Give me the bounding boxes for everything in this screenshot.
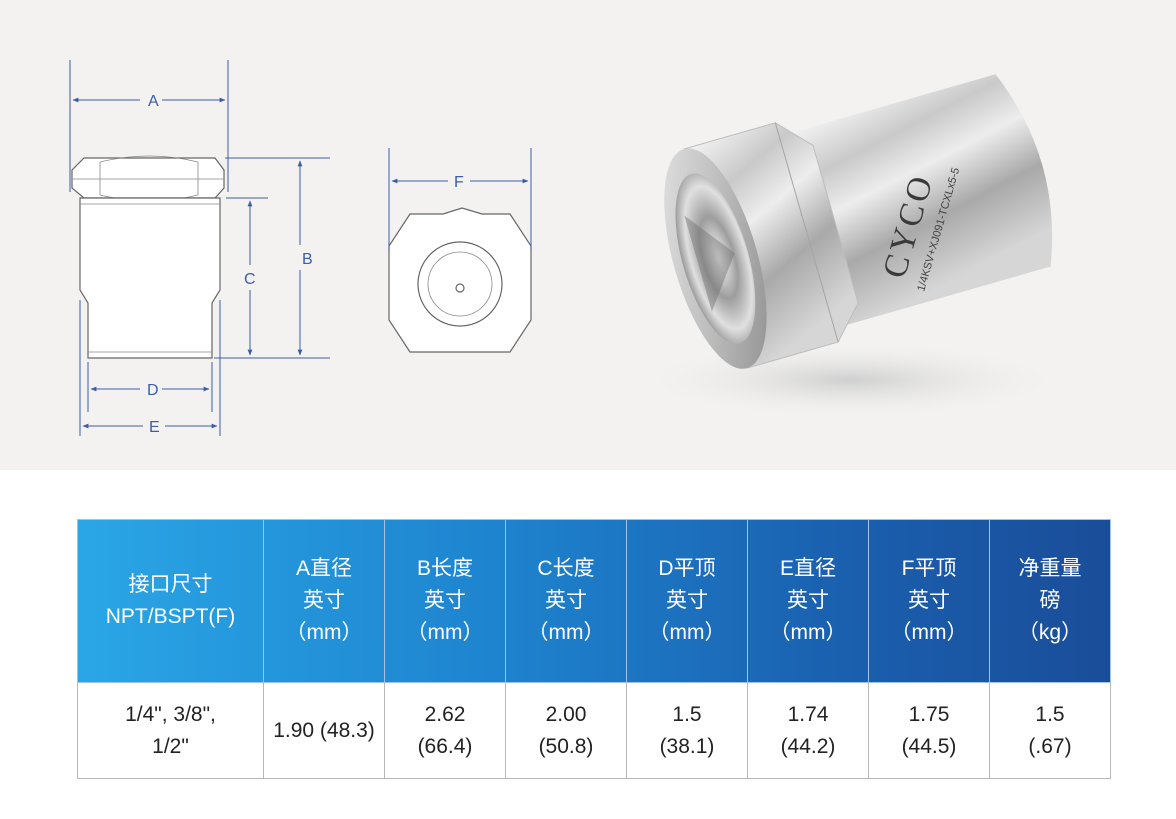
dimension-f: [388, 148, 532, 250]
header-d-flat: D平顶 英寸 （mm）: [626, 519, 748, 683]
dimension-c: [226, 197, 268, 356]
label-f: F: [454, 174, 464, 191]
dimension-a: [69, 60, 229, 192]
cell-a-diameter: 1.90 (48.3): [263, 682, 385, 779]
cell-e-diameter: 1.74 (44.2): [747, 682, 869, 779]
header-a-diameter: A直径 英寸 （mm）: [263, 519, 385, 683]
header-b-length: B长度 英寸 （mm）: [384, 519, 506, 683]
table-header-row: 接口尺寸 NPT/BSPT(F) A直径 英寸 （mm） B长度 英寸 （mm）…: [77, 519, 1111, 683]
technical-drawing: A B C D E F: [69, 60, 532, 436]
table-row: 1/4", 3/8", 1/2" 1.90 (48.3) 2.62 (66.4)…: [77, 682, 1111, 779]
side-view: [71, 155, 225, 359]
fitting-body: [664, 74, 1053, 369]
dimension-b: [214, 157, 330, 359]
cell-b-length: 2.62 (66.4): [384, 682, 506, 779]
label-b: B: [302, 251, 313, 268]
cell-net-weight: 1.5 (.67): [989, 682, 1111, 779]
cell-connection-size: 1/4", 3/8", 1/2": [77, 682, 264, 779]
end-view: [388, 207, 532, 353]
cell-d-flat: 1.5 (38.1): [626, 682, 748, 779]
dimension-e: [79, 300, 221, 436]
cell-c-length: 2.00 (50.8): [505, 682, 627, 779]
cell-f-flat: 1.75 (44.5): [868, 682, 990, 779]
label-a: A: [148, 93, 159, 110]
header-net-weight: 净重量 磅 （kg）: [989, 519, 1111, 683]
dimension-d: [87, 362, 213, 412]
product-shadow: [630, 340, 1070, 420]
header-c-length: C长度 英寸 （mm）: [505, 519, 627, 683]
label-c: C: [244, 271, 256, 288]
product-photo: CYCO 1/4KSV+XJ091-TCXLx5-5: [630, 74, 1070, 420]
header-e-diameter: E直径 英寸 （mm）: [747, 519, 869, 683]
specification-table: 接口尺寸 NPT/BSPT(F) A直径 英寸 （mm） B长度 英寸 （mm）…: [77, 519, 1111, 779]
label-d: D: [147, 382, 159, 399]
header-connection-size: 接口尺寸 NPT/BSPT(F): [77, 519, 264, 683]
header-f-flat: F平顶 英寸 （mm）: [868, 519, 990, 683]
label-e: E: [149, 419, 160, 436]
